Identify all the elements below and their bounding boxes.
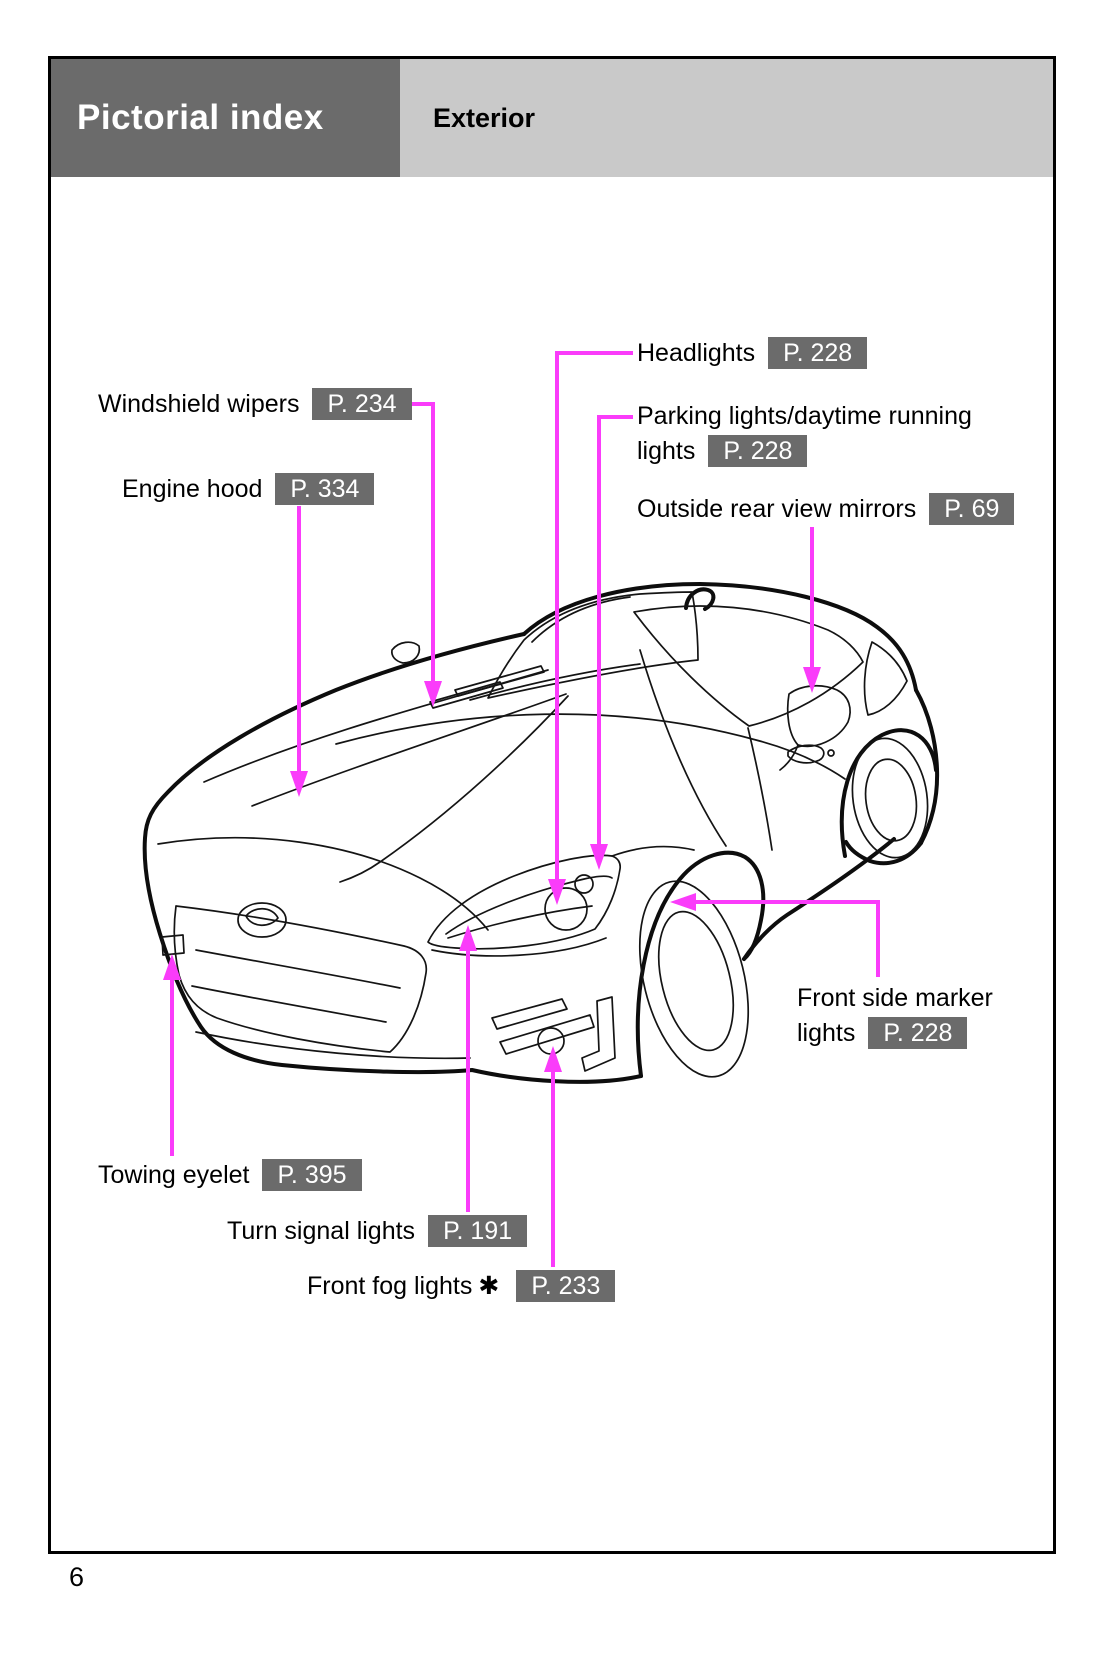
car-rear-rim: [864, 758, 918, 842]
car-emblem: [237, 902, 287, 938]
label-headlights: Headlights P. 228: [637, 336, 868, 371]
page-ref-badge: P. 228: [868, 1017, 968, 1049]
car-cowl: [469, 663, 641, 701]
label-turn-signal: Turn signal lights P. 191: [227, 1214, 528, 1249]
car-hood-crease-2: [251, 693, 567, 807]
car-roof: [522, 582, 918, 692]
car-turnsignal-strip: [447, 905, 593, 939]
car-parking-lamp: [574, 874, 594, 894]
car-hood-crease-4: [339, 695, 569, 883]
label-text: Engine hood: [122, 475, 263, 503]
car-headlamp: [544, 887, 588, 931]
section-title-panel: Pictorial index: [51, 59, 400, 177]
page-ref-badge: P. 234: [312, 388, 412, 420]
label-text: Turn signal lights: [227, 1217, 416, 1245]
page-ref-badge: P. 334: [275, 473, 375, 505]
leader-lines: [170, 351, 880, 1267]
arrowhead-headlights: [548, 879, 566, 905]
car-grille-slat-1: [195, 949, 401, 989]
arrowhead-towing-eyelet: [163, 954, 181, 980]
car-left-mirror: [391, 641, 421, 664]
label-front-fog: Front fog lights✱ P. 233: [307, 1269, 616, 1304]
car-hood-crease-1: [203, 669, 549, 783]
page-ref-badge: P. 228: [768, 337, 868, 369]
car-quarter-window: [863, 641, 908, 716]
car-door-handle: [787, 744, 825, 764]
car-front-wheel-arch: [635, 850, 766, 1078]
label-text: Front fog lights: [307, 1272, 473, 1300]
page-ref-badge: P. 228: [708, 435, 808, 467]
leader-windshield-wipers: [402, 402, 435, 681]
car-antenna: [684, 587, 716, 611]
car-door-mirror: [786, 684, 851, 748]
label-towing-eyelet: Towing eyelet P. 395: [98, 1158, 362, 1193]
arrowhead-front-fog: [544, 1046, 562, 1072]
car-door-seam-1: [747, 727, 773, 851]
label-text-line1: Front side marker: [797, 984, 993, 1012]
section-title: Pictorial index: [77, 98, 324, 137]
car-hood-crease-3: [157, 836, 489, 931]
label-text: Outside rear view mirrors: [637, 495, 917, 523]
car-door-seam-2: [639, 649, 727, 847]
car-fender-line: [611, 845, 695, 857]
car-a-pillar: [531, 596, 631, 643]
label-windshield-wipers: Windshield wipers P. 234: [98, 387, 412, 422]
car-emblem-inner: [245, 907, 279, 927]
car-fog-bracket: [581, 996, 616, 1072]
arrowhead-turn-signal: [459, 925, 477, 951]
car-grille-slat-2: [191, 985, 387, 1023]
car-grille: [173, 905, 428, 1053]
car-beltline: [335, 713, 846, 780]
car-door-window: [633, 605, 864, 727]
page-ref-badge: P. 233: [516, 1270, 616, 1302]
page-ref-badge: P. 395: [262, 1159, 362, 1191]
car-fog-strake-1: [491, 998, 568, 1030]
arrowhead-windshield-wipers: [424, 681, 442, 707]
car-front-rim: [657, 910, 735, 1052]
footnote-asterisk: ✱: [478, 1272, 500, 1300]
car-rocker-sweep: [742, 837, 896, 961]
car-rear-wheel-arch: [839, 728, 938, 858]
page-number: 6: [69, 1562, 85, 1592]
car-door-keyhole: [827, 749, 835, 757]
content-frame: Pictorial index Exterior: [48, 56, 1056, 1554]
car-bumper-lip: [195, 1031, 471, 1060]
car-line-art: [142, 582, 940, 1084]
label-outside-mirrors: Outside rear view mirrors P. 69: [637, 492, 1015, 527]
car-rear-tire: [851, 737, 929, 859]
car-fog-strake-2: [499, 1014, 595, 1055]
page-ref-badge: P. 191: [428, 1215, 528, 1247]
arrowhead-front-side-marker: [670, 893, 696, 911]
car-tow-hook-cover: [161, 934, 185, 956]
car-left-silhouette: [142, 632, 643, 1084]
page-subtitle: Exterior: [433, 102, 536, 133]
label-text: Headlights: [637, 339, 756, 367]
page-header: Pictorial index Exterior: [51, 59, 1053, 177]
arrowhead-engine-hood: [290, 771, 308, 797]
car-rear-tire-bottom: [844, 840, 923, 866]
car-front-tire: [638, 880, 750, 1078]
page-ref-badge: P. 69: [929, 493, 1015, 525]
label-text: Windshield wipers: [98, 390, 300, 418]
car-headlight-trim: [431, 937, 607, 957]
arrowhead-parking-lights: [590, 844, 608, 870]
car-windshield: [487, 591, 699, 699]
leader-headlights: [555, 351, 633, 879]
subtitle-panel: Exterior: [400, 59, 1053, 177]
label-text-line1: Parking lights/daytime running: [637, 402, 972, 430]
leader-front-side-marker: [696, 900, 880, 977]
label-text: Towing eyelet: [98, 1161, 250, 1189]
car-wiper-blade-1: [429, 681, 504, 709]
leader-parking-lights: [597, 415, 633, 844]
label-engine-hood: Engine hood P. 334: [122, 472, 375, 507]
leader-arrowheads: [163, 667, 821, 1072]
arrowhead-outside-mirrors: [803, 667, 821, 693]
